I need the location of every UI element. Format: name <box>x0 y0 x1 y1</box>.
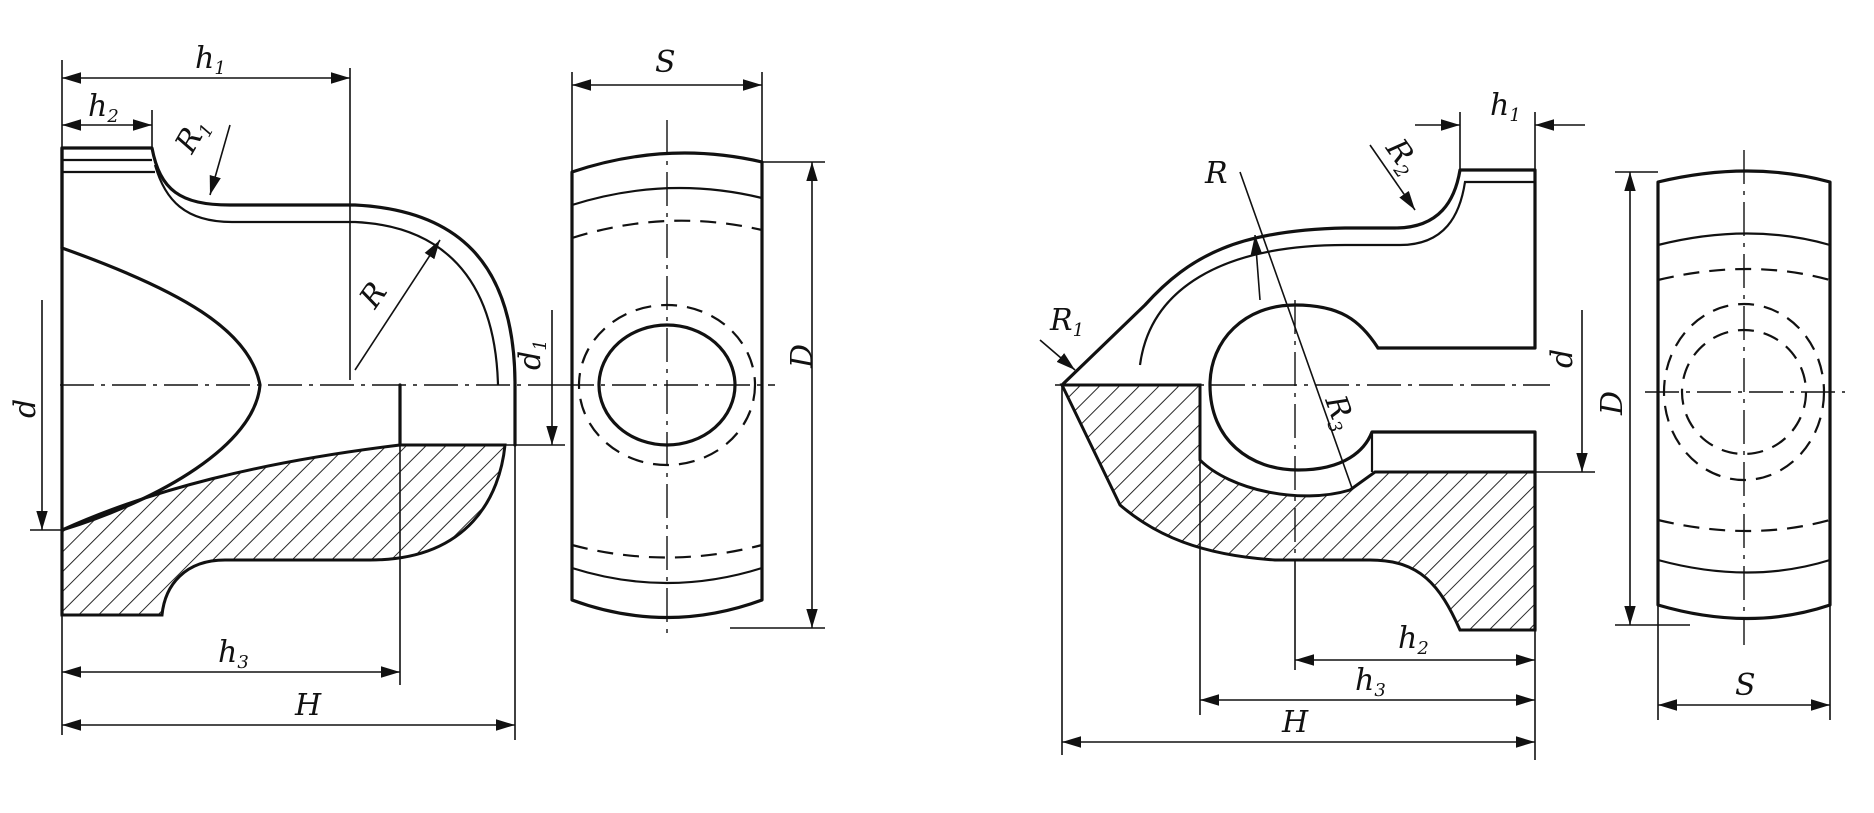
right-part-section-view: h1 h2 h3 H R R2 R1 R3 d <box>1039 88 1595 760</box>
right-R-leader <box>1239 171 1353 489</box>
left-R1-leader <box>209 124 231 196</box>
right-label-h1: h1 <box>1490 88 1521 126</box>
left-side-hidden-arc <box>571 543 763 559</box>
right-label-h2: h2 <box>1398 621 1429 659</box>
left-label-D: D <box>785 344 820 369</box>
right-label-R1: R1 <box>1049 303 1084 341</box>
left-label-d: d <box>8 399 43 418</box>
right-outer-contour <box>1060 168 1537 387</box>
left-side-outline <box>570 151 764 620</box>
right-R-arrow <box>1250 234 1263 301</box>
left-label-d1: d1 <box>513 339 551 370</box>
left-label-h3: h3 <box>218 635 249 673</box>
right-label-R3: R3 <box>1314 390 1362 436</box>
left-label-h1: h1 <box>195 41 226 79</box>
right-side-arc <box>1657 232 1831 247</box>
left-part-section-view: h1 h2 h3 H R R1 d d1 <box>8 41 565 740</box>
right-side-hidden-arc <box>1657 267 1831 282</box>
left-outer-contour <box>60 146 517 447</box>
right-R1-leader <box>1039 339 1076 371</box>
right-label-D: D <box>1595 391 1630 416</box>
left-side-arc <box>571 566 763 585</box>
right-label-R: R <box>1204 156 1228 191</box>
right-label-R2: R2 <box>1375 132 1426 183</box>
right-label-H: H <box>1281 705 1309 740</box>
left-label-H: H <box>294 688 322 723</box>
right-label-S: S <box>1735 668 1756 703</box>
left-label-R: R <box>352 276 394 315</box>
left-hatched-section <box>60 443 507 617</box>
left-side-hidden-arc <box>571 219 763 240</box>
right-label-h3: h3 <box>1355 663 1386 701</box>
left-label-R1: R1 <box>168 112 218 161</box>
right-inner-arc <box>1138 180 1535 366</box>
left-R-leader <box>354 239 441 371</box>
right-label-d: d <box>1545 349 1580 368</box>
right-side-arc <box>1657 558 1831 574</box>
right-side-hidden-arc <box>1657 518 1831 533</box>
left-inner-arc <box>153 164 500 386</box>
right-R2-leader <box>1369 144 1416 211</box>
left-label-h2: h2 <box>88 89 119 127</box>
right-bore-slot <box>1208 303 1537 632</box>
right-part-side-view: D S <box>1595 150 1845 720</box>
left-part-side-view: S D <box>560 45 825 640</box>
right-hatched-section <box>1059 383 1537 632</box>
left-label-S: S <box>655 45 676 80</box>
